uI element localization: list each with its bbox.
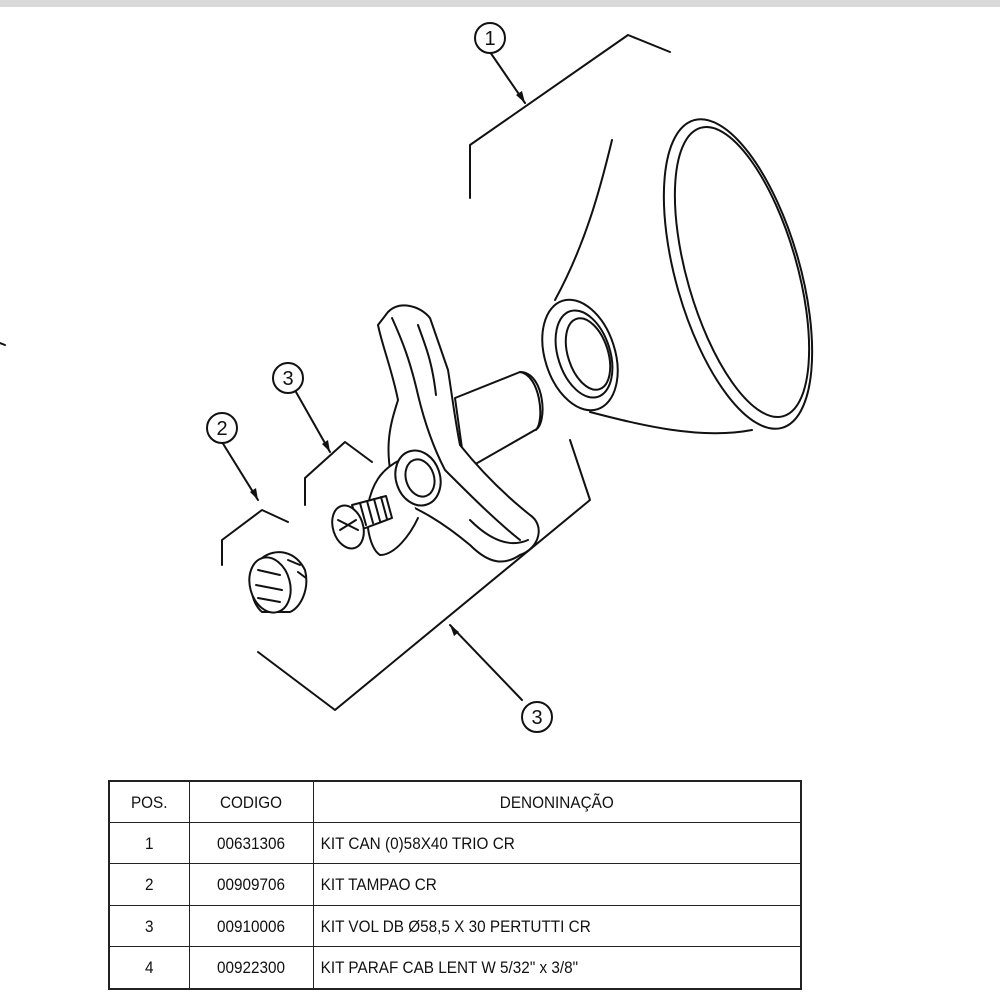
callout-2-label: 2 xyxy=(216,418,227,440)
row-pos: 3 xyxy=(112,904,186,948)
table-row: 1 00631306 KIT CAN (0)58X40 TRIO CR xyxy=(109,821,801,865)
table-row: 2 00909706 KIT TAMPAO CR xyxy=(109,863,801,906)
row-description: KIT PARAF CAB LENT W 5/32" x 3/8" xyxy=(312,946,753,990)
callout-leaders xyxy=(221,34,671,711)
leader-arrowheads xyxy=(250,91,525,636)
row-pos: 4 xyxy=(112,946,186,990)
row-code: 00909706 xyxy=(194,863,308,906)
row-description: KIT TAMPAO CR xyxy=(312,863,753,906)
margin-tick xyxy=(0,342,6,346)
screw-part xyxy=(331,495,393,550)
row-code: 00922300 xyxy=(194,946,308,990)
row-pos: 1 xyxy=(112,821,186,865)
parts-list-table: POS. CODIGO DENONINAÇÃO 1 00631306 KIT C… xyxy=(108,780,802,990)
callout-3-lower-circle xyxy=(521,701,553,733)
table-header-row: POS. CODIGO DENONINAÇÃO xyxy=(109,780,801,823)
table-row: 4 00922300 KIT PARAF CAB LENT W 5/32" x … xyxy=(109,946,801,990)
page-top-border xyxy=(0,0,1000,7)
table-row: 3 00910006 KIT VOL DB Ø58,5 X 30 PERTUTT… xyxy=(109,904,801,948)
callout-1-circle xyxy=(474,22,506,54)
callout-1-label: 1 xyxy=(484,28,495,50)
row-description: KIT VOL DB Ø58,5 X 30 PERTUTTI CR xyxy=(312,904,753,948)
header-code: CODIGO xyxy=(194,780,308,823)
header-pos: POS. xyxy=(112,780,186,823)
callout-3-lower-label: 3 xyxy=(531,707,542,729)
handle-part xyxy=(366,304,544,563)
canopy-part xyxy=(541,118,814,435)
callout-2-circle xyxy=(206,412,238,444)
row-pos: 2 xyxy=(112,863,186,906)
callout-3-upper-label: 3 xyxy=(282,368,293,390)
row-description: KIT CAN (0)58X40 TRIO CR xyxy=(312,821,753,865)
cap-part xyxy=(248,551,308,614)
row-code: 00631306 xyxy=(194,821,308,865)
header-description: DENONINAÇÃO xyxy=(336,780,778,823)
row-code: 00910006 xyxy=(194,904,308,948)
exploded-parts-drawing: 1 2 3 3 xyxy=(0,22,814,733)
callout-3-upper-circle xyxy=(272,362,304,394)
